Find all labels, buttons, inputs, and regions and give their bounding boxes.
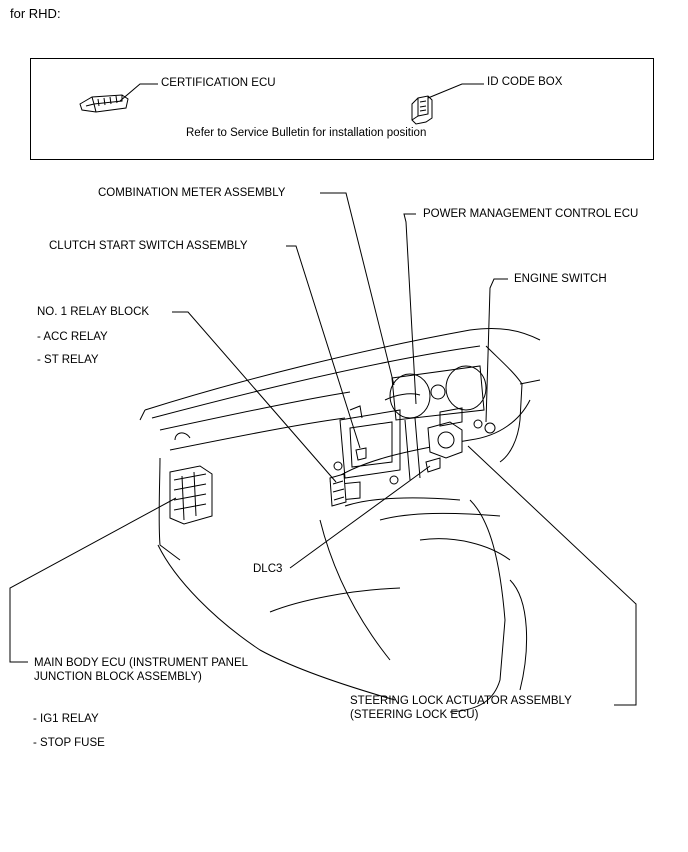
relay-block-icon [329,473,347,507]
label-main-body-ecu-line1: MAIN BODY ECU (INSTRUMENT PANEL [34,657,249,669]
leader-main-body-ecu [9,497,177,663]
leader-combination-meter [320,192,395,386]
label-steering-lock-line1: STEERING LOCK ACTUATOR ASSEMBLY [350,695,572,707]
label-stop-fuse: - STOP FUSE [33,737,105,749]
leader-engine-switch [485,278,508,423]
label-dlc3: DLC3 [253,563,283,575]
label-relay-block: NO. 1 RELAY BLOCK [37,306,150,318]
leader-power-management [403,213,417,405]
leader-certification-ecu [119,83,158,102]
combination-meter-icon [389,365,487,421]
label-steering-lock-line2: (STEERING LOCK ECU) [350,709,479,721]
label-certification-ecu: CERTIFICATION ECU [161,77,276,89]
label-st-relay: - ST RELAY [37,354,99,366]
dashboard-outline [139,327,541,713]
label-ig1-relay: - IG1 RELAY [33,713,99,725]
certification-ecu-icon [79,94,129,113]
certification-box [30,58,654,160]
label-power-management: POWER MANAGEMENT CONTROL ECU [423,208,639,220]
leader-dlc3 [289,465,431,569]
leader-steering-lock [467,445,637,706]
leader-relay-block [172,311,337,483]
label-main-body-ecu-line2: JUNCTION BLOCK ASSEMBLY) [34,671,202,683]
steering-lock-icon [427,407,463,459]
clutch-switch-icon [355,447,367,461]
label-id-code-box: ID CODE BOX [487,76,563,88]
page-header: for RHD: [10,6,61,21]
dlc3-icon [425,457,441,473]
label-clutch-start: CLUTCH START SWITCH ASSEMBLY [49,240,248,252]
id-code-box-icon [411,95,433,125]
label-service-bulletin-note: Refer to Service Bulletin for installati… [186,127,427,139]
leader-clutch-start [286,245,361,449]
label-combination-meter: COMBINATION METER ASSEMBLY [98,187,286,199]
label-engine-switch: ENGINE SWITCH [514,273,607,285]
engine-switch-icon [473,419,483,429]
leader-id-code-box [427,83,484,99]
label-acc-relay: - ACC RELAY [37,331,108,343]
main-body-ecu-icon [169,465,213,525]
